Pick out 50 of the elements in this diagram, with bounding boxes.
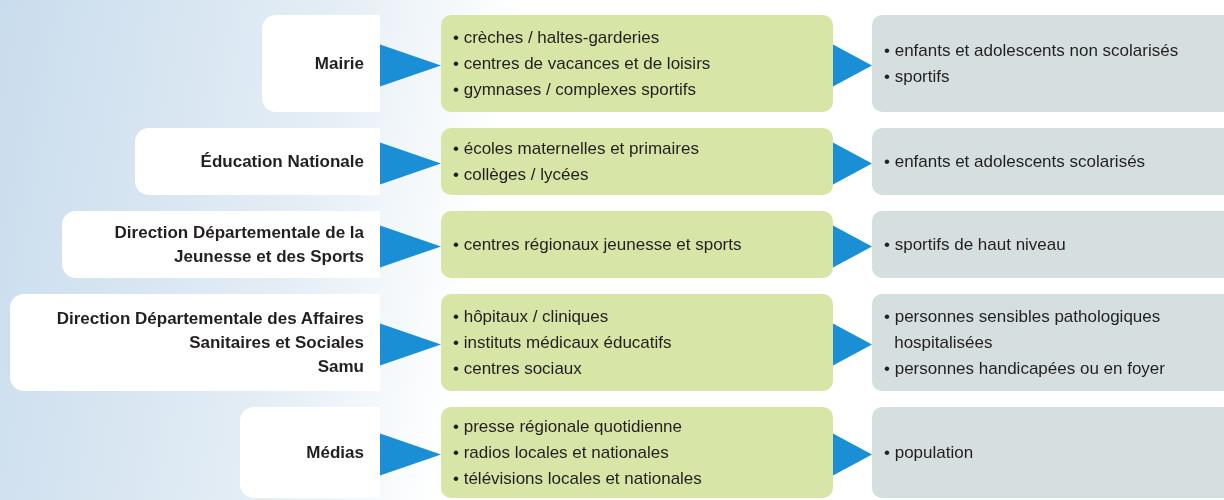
list-item: • enfants et adolescents scolarisés: [884, 150, 1146, 173]
arrow: [380, 433, 441, 476]
source-label: Direction Départementale de la Jeunesse et des Sports: [113, 221, 364, 268]
arrow: [833, 44, 872, 87]
list-item: • collèges / lycées: [453, 163, 590, 186]
audience-box: [872, 294, 1224, 391]
audience-box: [872, 128, 1224, 195]
source-label: Direction Départementale des Affaires Sanitaires et Sociales: [55, 307, 364, 354]
places-box: [441, 407, 833, 498]
list-item: • sportifs: [884, 65, 951, 88]
source-label: Médias: [306, 441, 364, 464]
list-item: • crèches / haltes-garderies: [453, 26, 661, 49]
audience-box: [872, 407, 1224, 498]
source-box: [262, 15, 380, 112]
list-item: • hôpitaux / cliniques: [453, 305, 610, 328]
list-item: • centres de vacances et de loisirs: [453, 52, 711, 75]
arrow: [380, 142, 441, 185]
places-box: [441, 128, 833, 195]
list-item: • centres régionaux jeunesse et sports: [453, 233, 742, 256]
list-item: • presse régionale quotidienne: [453, 415, 683, 438]
arrow: [833, 142, 872, 185]
places-box: [441, 294, 833, 391]
source-box: [240, 407, 380, 498]
list-item: • gymnases / complexes sportifs: [453, 78, 698, 101]
list-item: • sportifs de haut niveau: [884, 233, 1066, 256]
list-item: • télévisions locales et nationales: [453, 467, 702, 490]
audience-box: [872, 15, 1224, 112]
source-label: Mairie: [314, 52, 364, 75]
source-label: Éducation Nationale: [200, 150, 364, 173]
list-item: • radios locales et nationales: [453, 441, 670, 464]
list-item: • population: [884, 441, 974, 464]
list-item: • écoles maternelles et primaires: [453, 137, 699, 160]
arrow: [380, 323, 441, 366]
audience-box: [872, 211, 1224, 278]
arrow: [833, 433, 872, 476]
places-box: [441, 211, 833, 278]
list-item: • centres sociaux: [453, 357, 583, 380]
arrow: [380, 225, 441, 268]
arrow: [833, 323, 872, 366]
list-item: • instituts médicaux éducatifs: [453, 331, 672, 354]
source-box: [10, 294, 380, 391]
source-box: [135, 128, 380, 195]
list-item: • enfants et adolescents non scolarisés: [884, 39, 1179, 62]
list-item: • personnes sensibles pathologiques hospitalisées: [884, 305, 1162, 354]
list-item: • personnes handicapées ou en foyer: [884, 357, 1166, 380]
arrow: [380, 44, 441, 87]
arrow: [833, 225, 872, 268]
places-box: [441, 15, 833, 112]
source-box: [62, 211, 380, 278]
source-label: Samu: [317, 355, 364, 378]
